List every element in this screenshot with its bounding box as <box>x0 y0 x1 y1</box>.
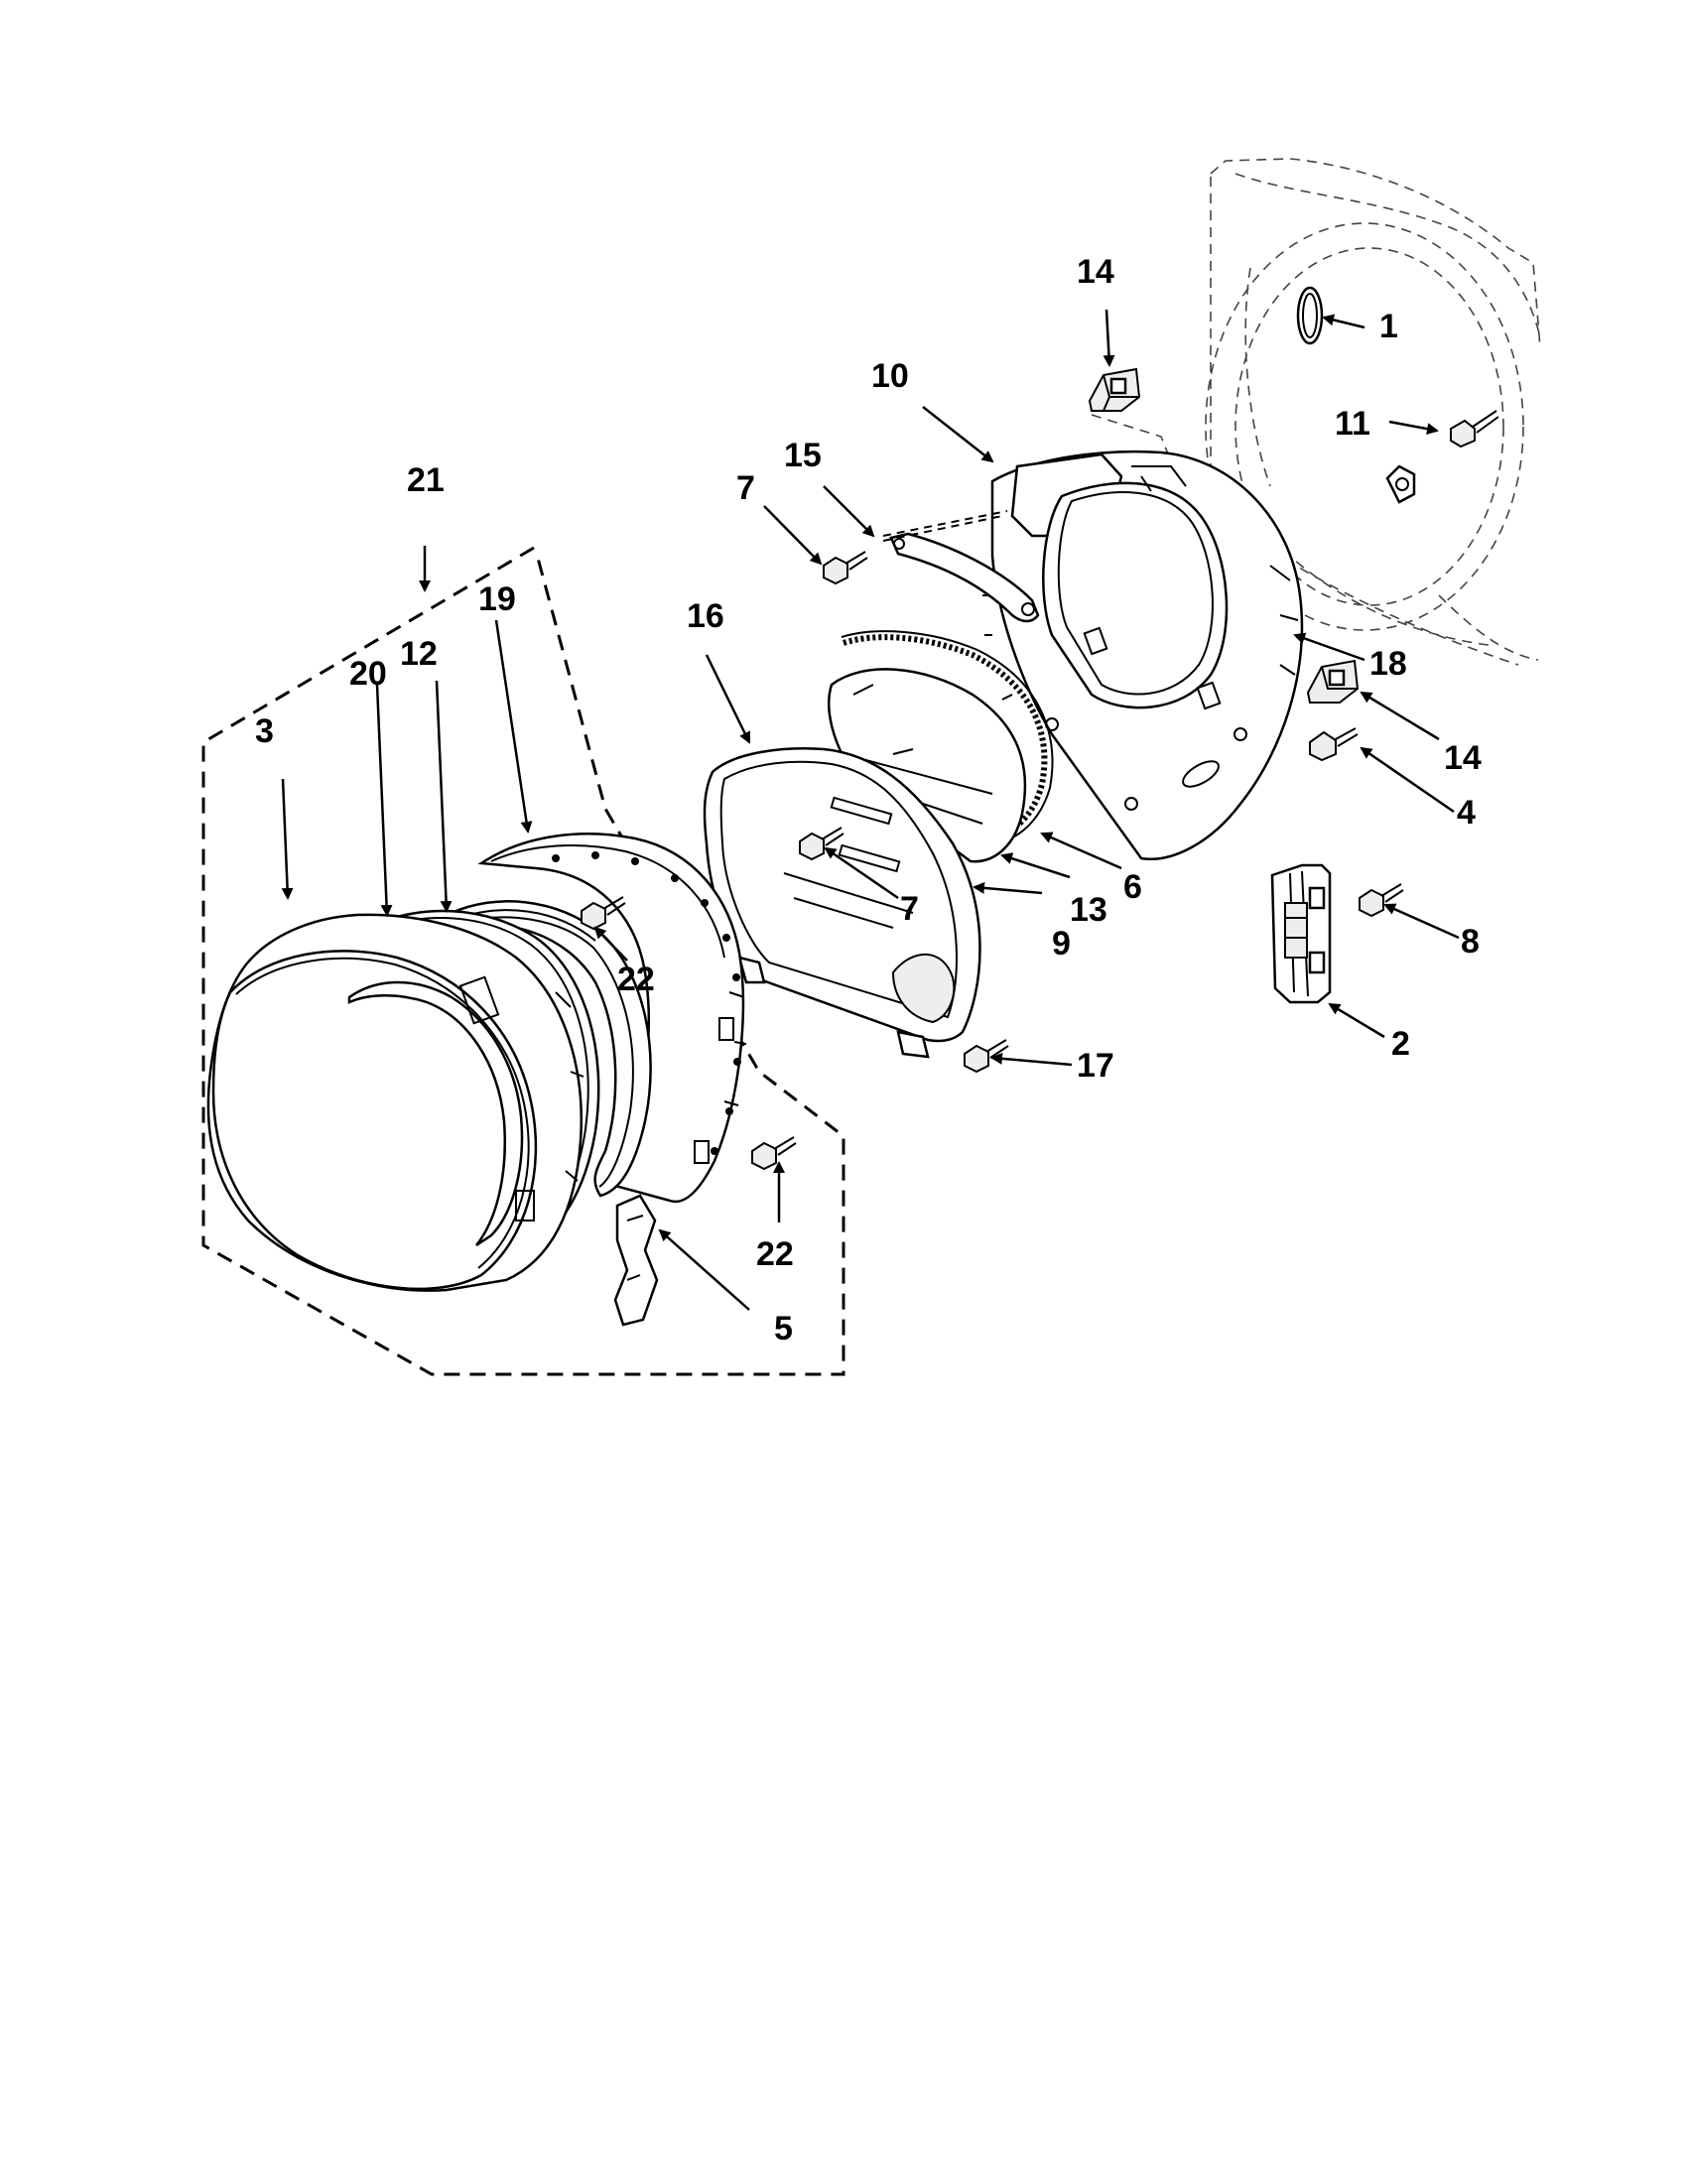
part-15-strap <box>889 532 1040 623</box>
callout-3: 3 <box>255 712 274 750</box>
part-3-outer-door <box>206 913 584 1292</box>
part-7-screw-upper <box>823 551 868 585</box>
callout-15: 15 <box>784 437 822 474</box>
part-10-inner-door <box>982 450 1304 860</box>
callout-1: 1 <box>1379 308 1398 345</box>
part-1-oval <box>1296 286 1324 345</box>
callout-10: 10 <box>871 357 909 395</box>
callout-labels: 1 2 3 4 5 6 7 7 8 9 10 11 12 13 14 14 15… <box>255 253 1482 1348</box>
callout-8: 8 <box>1461 923 1480 961</box>
callout-11: 11 <box>1335 405 1370 443</box>
part-14-side-catch <box>1306 659 1360 704</box>
callout-9: 9 <box>1052 925 1071 963</box>
callout-6: 6 <box>1123 868 1142 906</box>
callout-7b: 7 <box>900 890 919 928</box>
callout-21: 21 <box>407 461 445 499</box>
callout-19: 19 <box>478 580 516 618</box>
part-16-outer-door <box>703 747 981 1059</box>
callout-7a: 7 <box>736 469 755 507</box>
callout-12: 12 <box>400 635 438 673</box>
callout-13: 13 <box>1070 891 1107 929</box>
callout-14b: 14 <box>1444 739 1482 777</box>
callout-17: 17 <box>1077 1047 1114 1085</box>
part-22-screw-upper <box>581 896 626 931</box>
leader-lines <box>281 309 1460 1311</box>
cabinet-phantom <box>1205 158 1541 666</box>
part-2-hinge <box>1270 863 1332 1004</box>
part-4-screw <box>1309 727 1359 762</box>
cabinet-bracket <box>1385 464 1416 504</box>
callout-5: 5 <box>774 1310 793 1348</box>
callout-18: 18 <box>1369 645 1407 683</box>
assembly-21-boundary <box>201 546 845 1376</box>
callout-14a: 14 <box>1077 253 1114 291</box>
part-7-screw-lower <box>799 827 844 861</box>
part-14-top-catch <box>1088 367 1141 412</box>
part-22-screw-lower <box>751 1136 797 1171</box>
callout-2: 2 <box>1391 1025 1410 1063</box>
part-8-screw <box>1359 883 1404 918</box>
callout-20: 20 <box>349 655 387 693</box>
callout-22a: 22 <box>617 961 655 998</box>
callout-4: 4 <box>1457 794 1476 832</box>
part-11-screw <box>1450 410 1499 449</box>
part-19-frame <box>477 833 747 1204</box>
part-5-latch <box>613 1194 659 1327</box>
callout-16: 16 <box>687 597 724 635</box>
part-6-gasket <box>841 630 1054 845</box>
part-17-screw <box>964 1039 1009 1074</box>
callout-22b: 22 <box>756 1235 794 1273</box>
